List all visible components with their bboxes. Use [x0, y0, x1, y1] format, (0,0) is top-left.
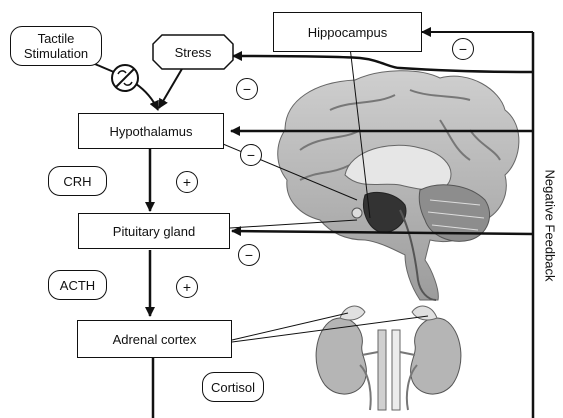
minus-sign-stress: − [236, 78, 258, 100]
pituitary-gland-node: Pituitary gland [78, 213, 230, 249]
acth-label: ACTH [48, 270, 107, 300]
negative-feedback-label: Negative Feedback [540, 150, 560, 300]
adrenal-cortex-node: Adrenal cortex [77, 320, 232, 358]
minus-sign-pituitary: − [238, 244, 260, 266]
stress-label: Stress [175, 45, 212, 60]
minus-sign-hippocampus: − [452, 38, 474, 60]
stress-node: Stress [152, 34, 234, 70]
brain-sagittal-illustration [278, 71, 519, 300]
tactile-stimulation-node: Tactile Stimulation [10, 26, 102, 66]
inhibit-symbol [112, 65, 138, 91]
plus-sign-acth: + [176, 276, 198, 298]
minus-sign-hypothalamus: − [240, 144, 262, 166]
negative-feedback-text: Negative Feedback [543, 169, 558, 281]
hippocampus-node: Hippocampus [273, 12, 422, 52]
crh-label: CRH [48, 166, 107, 196]
cortisol-label: Cortisol [202, 372, 264, 402]
hypothalamus-node: Hypothalamus [78, 113, 224, 149]
plus-sign-crh: + [176, 171, 198, 193]
